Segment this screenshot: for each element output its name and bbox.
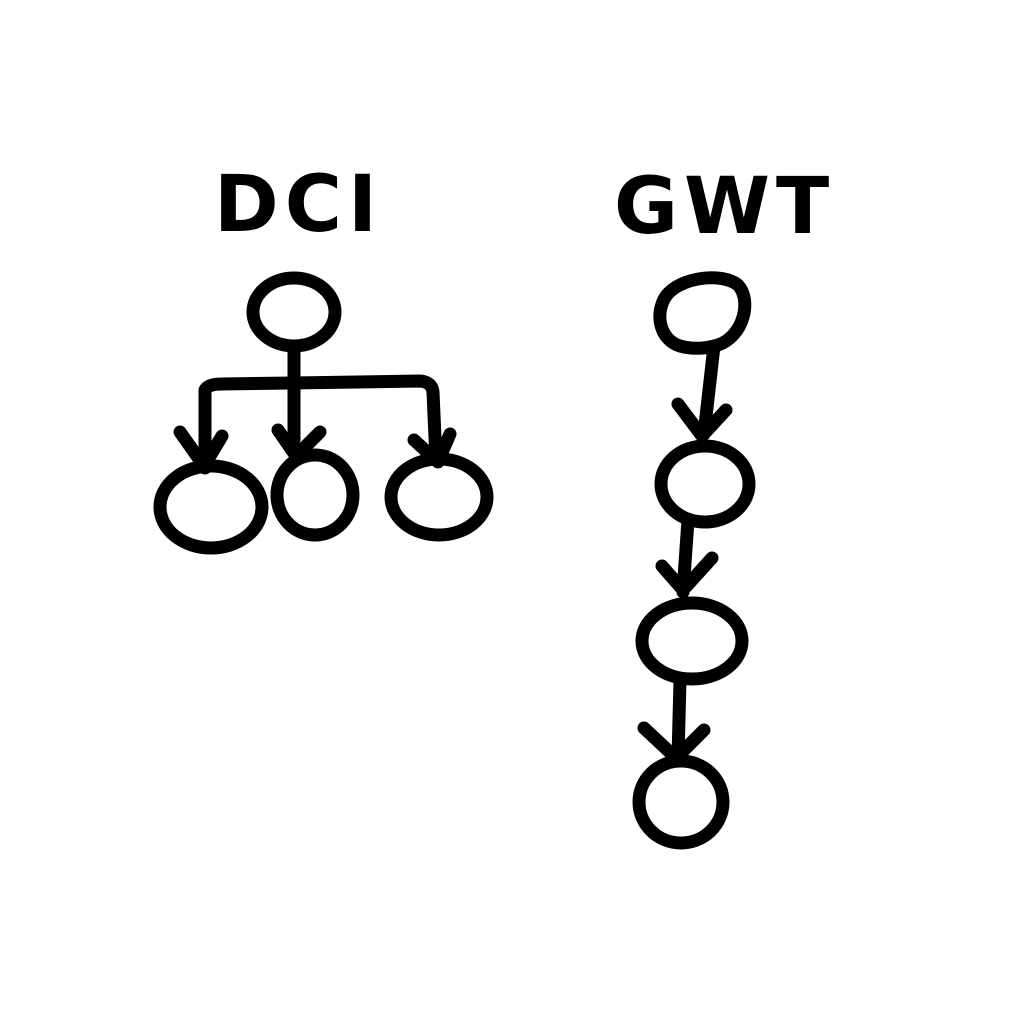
gwt-node-2: [654, 439, 756, 529]
dci-branch-bar: [198, 374, 443, 475]
dci-child-node-left: [153, 459, 269, 555]
gwt-node-4: [632, 754, 730, 850]
gwt-node-1: [653, 271, 752, 355]
gwt-edge-3: [671, 673, 687, 765]
dci-diagram: [153, 271, 494, 555]
gwt-diagram: [632, 271, 756, 850]
gwt-arrowhead-2: [655, 551, 719, 597]
gwt-edge-1: [697, 339, 721, 441]
gwt-arrowhead-1: [671, 397, 733, 443]
gwt-node-3: [635, 596, 749, 686]
dci-title: DCI: [214, 160, 384, 250]
dci-child-node-middle: [270, 448, 360, 542]
gwt-title: GWT: [614, 162, 836, 252]
dci-root-node: [246, 271, 342, 353]
dci-child-node-right: [384, 452, 494, 542]
